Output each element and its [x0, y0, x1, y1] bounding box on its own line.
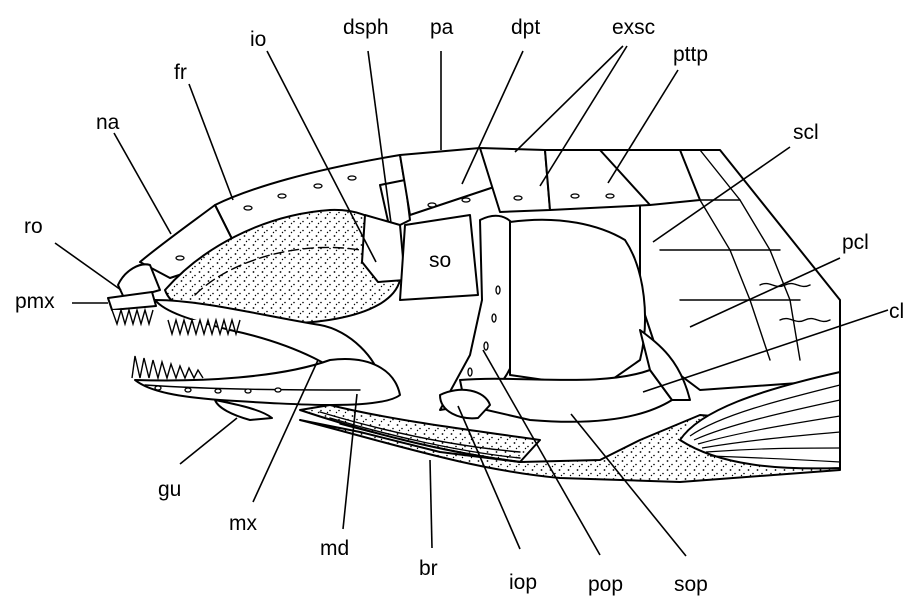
label-cl: cl — [889, 300, 904, 323]
interopercle-bone — [440, 390, 490, 419]
label-pttp: pttp — [673, 43, 708, 66]
label-fr: fr — [174, 61, 187, 84]
label-dpt: dpt — [511, 16, 540, 39]
label-md: md — [320, 537, 349, 560]
label-scl: scl — [793, 121, 819, 144]
label-pcl: pcl — [842, 231, 869, 254]
opercle-bone — [510, 220, 645, 388]
label-ro: ro — [24, 215, 43, 238]
label-pa: pa — [430, 16, 454, 39]
mandible-bone — [135, 359, 400, 405]
label-so: so — [429, 249, 451, 272]
label-sop: sop — [674, 573, 708, 596]
label-gu: gu — [158, 478, 181, 501]
label-mx: mx — [229, 512, 257, 535]
label-na: na — [96, 111, 120, 134]
label-dsph: dsph — [343, 16, 389, 39]
label-iop: iop — [509, 571, 537, 594]
premaxilla-bone — [108, 292, 156, 310]
dermopterotic-bone — [480, 148, 550, 212]
label-pmx: pmx — [15, 290, 55, 313]
label-pop: pop — [588, 573, 623, 596]
label-exsc: exsc — [612, 16, 655, 39]
label-br: br — [419, 557, 438, 580]
label-io: io — [250, 28, 266, 51]
